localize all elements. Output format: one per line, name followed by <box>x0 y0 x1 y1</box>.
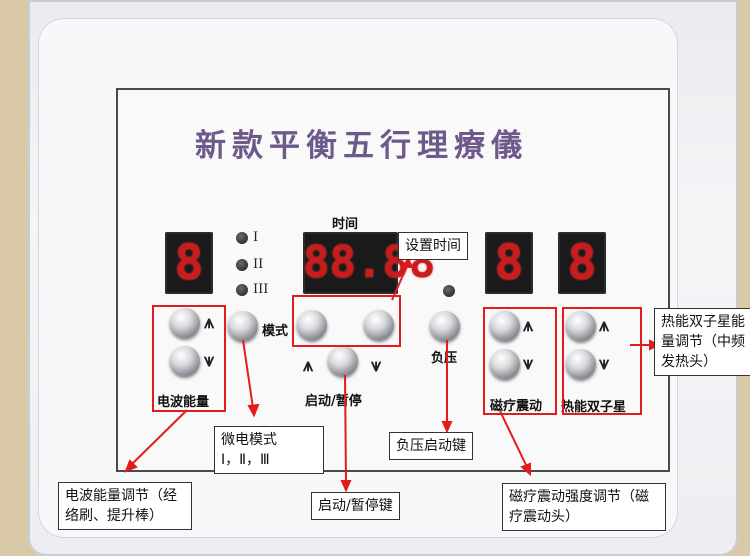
callout-magnetic-text: 磁疗震动强度调节（磁疗震动头） <box>509 489 649 525</box>
time-down-arrow-icon: ⩛ <box>371 355 382 376</box>
wave-energy-highlight <box>152 305 226 412</box>
magnetic-up-button[interactable] <box>490 311 520 341</box>
magnetic-down-arrow-icon: ⩛ <box>523 353 534 374</box>
callout-wave-energy: 电波能量调节（经络刷、提升棒） <box>58 482 192 530</box>
up-arrow-icon: ⩚ <box>204 312 215 333</box>
wave-energy-up-button[interactable] <box>170 308 200 338</box>
callout-micro-mode-title: 微电模式 <box>221 432 277 448</box>
callout-micro-mode: 微电模式 Ⅰ，Ⅱ，Ⅲ <box>214 426 324 474</box>
thermal-display: 8 <box>558 232 606 294</box>
down-arrow-icon: ⩛ <box>204 350 215 371</box>
time-label: 时间 <box>332 217 359 232</box>
mode-led-1 <box>236 232 248 244</box>
thermal-highlight <box>562 307 642 415</box>
magnetic-up-arrow-icon: ⩚ <box>523 315 534 336</box>
callout-thermal-text: 热能双子星能量调节（中频发热头） <box>661 314 745 370</box>
time-minus-button[interactable] <box>297 310 327 340</box>
magnetic-down-button[interactable] <box>490 349 520 379</box>
time-buttons-highlight <box>292 295 401 347</box>
thermal-up-button[interactable] <box>566 311 596 341</box>
wave-energy-label: 电波能量 <box>157 395 210 410</box>
mode-label: 模式 <box>262 324 289 339</box>
negative-pressure-led <box>443 285 455 297</box>
panel-title: 新款平衡五行理療儀 <box>195 128 528 164</box>
wave-energy-down-button[interactable] <box>170 346 200 376</box>
thermal-digit: 8 <box>567 235 597 291</box>
negative-pressure-label: 负压 <box>431 351 458 366</box>
magnetic-display: 8 <box>485 232 533 294</box>
callout-wave-energy-text: 电波能量调节（经络刷、提升棒） <box>65 488 177 524</box>
thermal-down-arrow-icon: ⩛ <box>599 353 610 374</box>
wave-energy-digit: 8 <box>174 235 204 291</box>
magnetic-digit: 8 <box>494 235 524 291</box>
thermal-label: 热能双子星 <box>561 400 627 415</box>
mode-led-3 <box>236 284 248 296</box>
wave-energy-display: 8 <box>165 232 213 294</box>
thermal-up-arrow-icon: ⩚ <box>599 315 610 336</box>
callout-negative-key: 负压启动键 <box>389 432 473 460</box>
callout-set-time: 设置时间 <box>398 232 468 260</box>
callout-magnetic: 磁疗震动强度调节（磁疗震动头） <box>502 483 666 531</box>
mode-label-3: III <box>253 282 269 297</box>
callout-start-pause-key: 启动/暂停键 <box>311 492 400 520</box>
mode-label-2: II <box>253 257 264 272</box>
mode-label-1: I <box>253 230 259 245</box>
time-display: 88.88 <box>303 232 435 294</box>
mode-button[interactable] <box>228 311 258 341</box>
time-up-arrow-icon: ⩚ <box>303 355 314 376</box>
magnetic-label: 磁疗震动 <box>490 399 543 414</box>
time-plus-button[interactable] <box>364 310 394 340</box>
start-pause-label: 启动/暂停 <box>305 394 362 409</box>
callout-micro-mode-values: Ⅰ，Ⅱ，Ⅲ <box>221 452 270 468</box>
start-pause-button[interactable] <box>328 346 358 376</box>
mode-led-2 <box>236 259 248 271</box>
thermal-down-button[interactable] <box>566 349 596 379</box>
callout-thermal: 热能双子星能量调节（中频发热头） <box>654 308 750 376</box>
negative-pressure-button[interactable] <box>430 311 460 341</box>
magnetic-highlight <box>483 307 557 415</box>
